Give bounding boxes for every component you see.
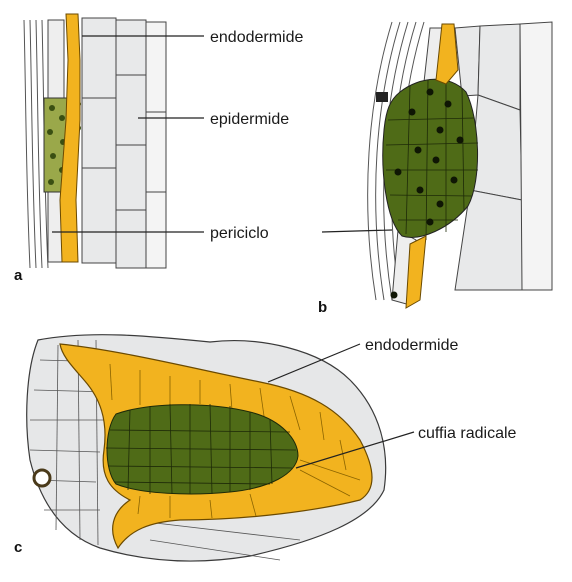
panel-c-endodermis-cells: [109, 363, 361, 519]
panel-a: [23, 13, 167, 269]
panel-a-cortex: [81, 17, 167, 269]
leader-periciclo-b: [321, 229, 393, 233]
label-epidermide: epidermide: [210, 111, 289, 128]
panel-b-primordium-nuclei: [390, 74, 464, 299]
leader-cuffia: [295, 431, 415, 469]
panel-c-vessel: [32, 468, 52, 488]
panel-b-endodermis-bottom: [405, 235, 427, 309]
leader-lines: [52, 35, 415, 469]
panel-letters: a b c: [14, 267, 327, 556]
panel-b-endodermis-top: [435, 23, 459, 85]
panel-b-marker: [376, 92, 388, 102]
panel-c: [26, 334, 387, 562]
leader-endodermide-c: [267, 343, 361, 383]
panel-b: [367, 21, 553, 309]
label-endodermide-c: endodermide: [365, 337, 459, 354]
panel-b-cortex: [454, 21, 553, 291]
panel-letter-c: c: [14, 539, 22, 556]
label-endodermide-a: endodermide: [210, 29, 304, 46]
panel-letter-a: a: [14, 267, 23, 284]
panel-letter-b: b: [318, 299, 327, 316]
panel-a-endodermis: [59, 13, 81, 263]
label-cuffia: cuffia radicale: [418, 425, 517, 442]
labels: endodermide epidermide periciclo endoder…: [210, 29, 517, 442]
panel-c-primordium-cells: [105, 403, 297, 495]
label-periciclo: periciclo: [210, 225, 269, 242]
